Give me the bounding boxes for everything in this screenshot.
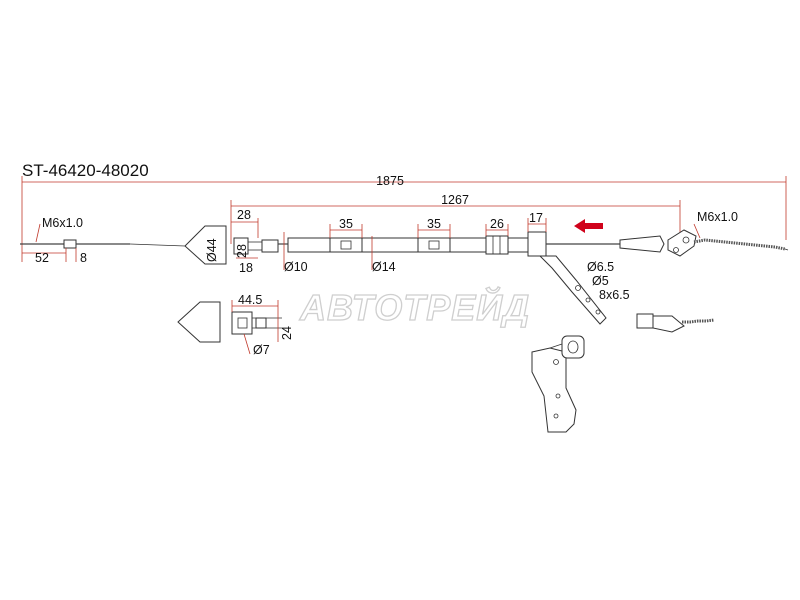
watermark: АВТОТРЕЙД	[299, 286, 530, 328]
detail-hole-label: Ø7	[253, 343, 270, 357]
cable-diameter-label: Ø10	[284, 260, 308, 274]
left-thread-label: M6x1.0	[42, 216, 83, 230]
inner-length-dimension: 1267	[230, 193, 681, 244]
bracket-width-label: 17	[529, 211, 543, 225]
detail-boot: 44.5 24 Ø7	[177, 293, 294, 357]
detail-cable-end	[636, 313, 715, 333]
boot-fitting: Ø44 28 28 18	[184, 208, 279, 275]
sleeve-2-label: 35	[427, 217, 441, 231]
slot-label: 8x6.5	[599, 288, 630, 302]
detail-height-label: 24	[280, 326, 294, 340]
left-end-small-label: 8	[80, 251, 87, 265]
main-cable: Ø10 35 35 Ø14 26	[278, 217, 546, 274]
left-end-length-label: 52	[35, 251, 49, 265]
overall-length-dimension: 1875	[21, 174, 787, 262]
detail-length-label: 44.5	[238, 293, 262, 307]
sleeve-1-label: 35	[339, 217, 353, 231]
detail-bracket	[531, 335, 585, 433]
inner-length-label: 1267	[441, 193, 469, 207]
direction-arrow-icon	[574, 219, 603, 233]
sleeve-diameter-label: Ø14	[372, 260, 396, 274]
fitting-height-label: 28	[235, 244, 249, 258]
hole-2-label: Ø5	[592, 274, 609, 288]
boot-diameter-label: Ø44	[205, 238, 219, 262]
part-number: ST-46420-48020	[22, 161, 149, 180]
bracket: 17 Ø6.5 Ø5 8x6.5	[527, 211, 630, 325]
hole-1-label: Ø6.5	[587, 260, 614, 274]
overall-length-label: 1875	[376, 174, 404, 188]
right-end: M6x1.0	[546, 210, 789, 257]
left-end: M6x1.0 52 8	[20, 216, 186, 265]
fitting-offset-label: 18	[239, 261, 253, 275]
grommet-length-label: 26	[490, 217, 504, 231]
fitting-length-label: 28	[237, 208, 251, 222]
right-thread-label: M6x1.0	[697, 210, 738, 224]
